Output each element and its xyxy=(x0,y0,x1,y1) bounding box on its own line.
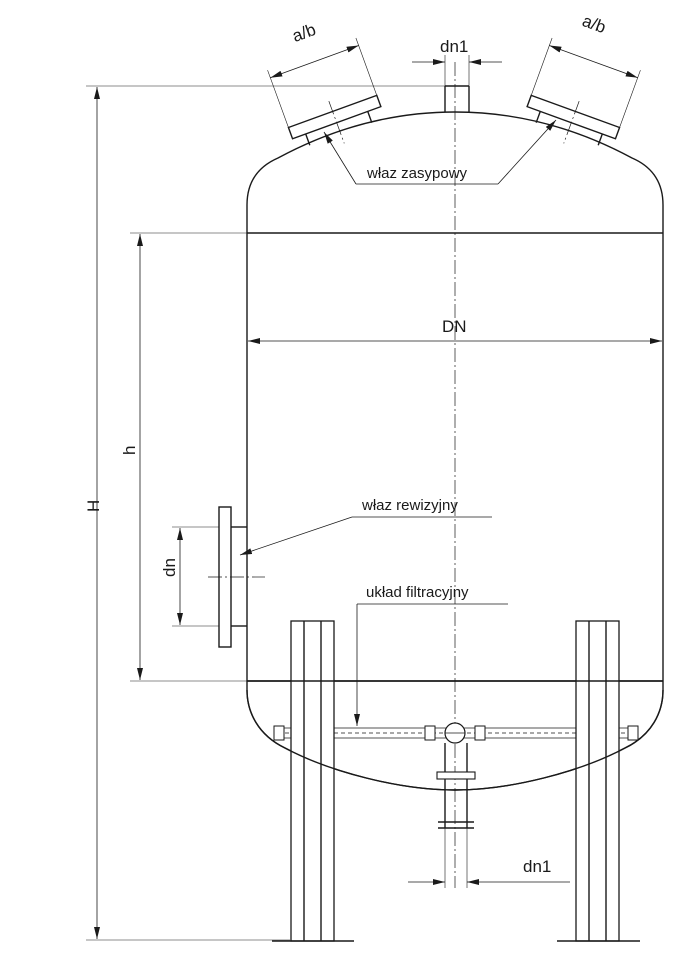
filtration-system-leader xyxy=(354,603,508,726)
filling-manhole-label: właz zasypowy xyxy=(366,165,468,182)
top-nozzle-dim-label: dn1 xyxy=(440,37,468,56)
diameter-label: DN xyxy=(442,317,467,336)
inspection-dim-label: dn xyxy=(160,558,179,577)
top-nozzle xyxy=(412,55,502,112)
cylinder-height-label: h xyxy=(120,446,139,455)
bottom-nozzle-dim-label: dn1 xyxy=(523,857,551,876)
cylinder-height-dimension xyxy=(130,232,247,682)
inspection-manhole-leader xyxy=(239,516,492,556)
inspection-manhole-label: właz rewizyjny xyxy=(361,497,458,514)
bottom-dish-arc xyxy=(246,689,664,791)
right-support-leg xyxy=(557,620,640,942)
filtration-system-label: układ filtracyjny xyxy=(366,584,469,601)
inspection-manhole xyxy=(172,506,265,648)
right-manhole-dim-label: a/b xyxy=(580,11,609,37)
left-support-leg xyxy=(272,620,354,942)
right-manhole xyxy=(526,37,641,146)
left-manhole-dim-label: a/b xyxy=(290,20,319,46)
filling-manhole-leader xyxy=(323,119,557,185)
left-manhole xyxy=(267,37,382,146)
total-height-label: H xyxy=(84,500,103,512)
bottom-nozzle xyxy=(408,743,570,888)
total-height-dimension xyxy=(86,85,445,941)
